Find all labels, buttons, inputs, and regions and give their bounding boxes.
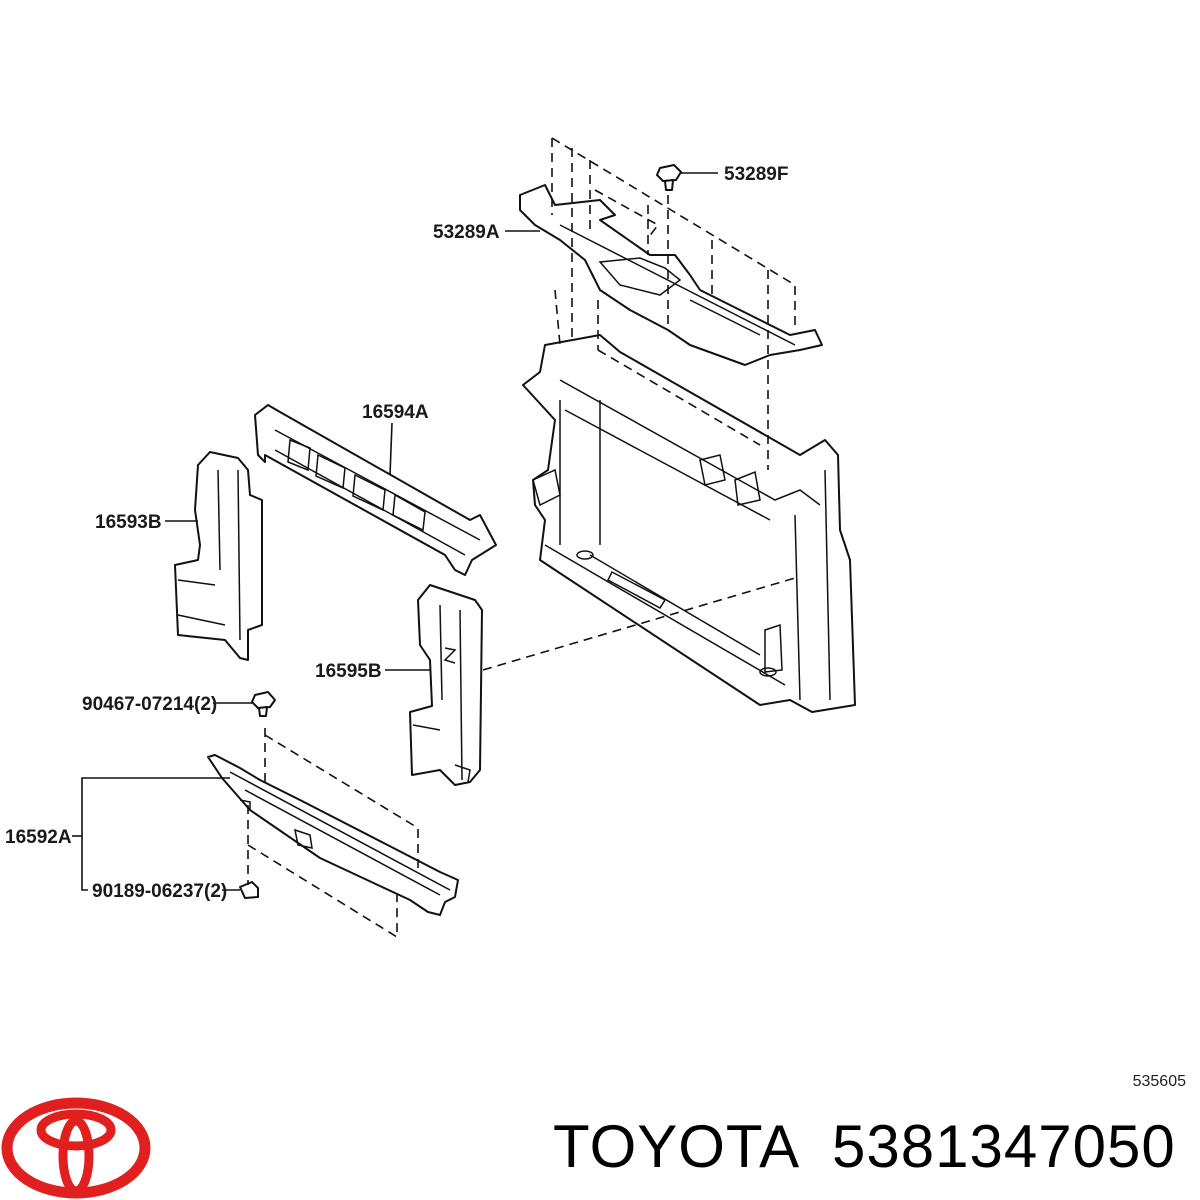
clip-90189 <box>239 881 259 899</box>
diagram-number: 535605 <box>1133 1073 1186 1090</box>
label-53289f: 53289F <box>724 164 788 185</box>
label-16592a: 16592A <box>5 827 72 848</box>
label-16593b: 16593B <box>95 512 162 533</box>
side-guide-16593b <box>174 451 263 661</box>
label-53289a: 53289A <box>433 222 500 243</box>
side-guide-16595b <box>409 584 483 786</box>
label-16595b: 16595B <box>315 661 382 682</box>
leader-lines <box>72 172 718 891</box>
label-16594a: 16594A <box>362 402 429 423</box>
air-guide-16594a <box>254 404 497 576</box>
clip-53289f <box>656 164 682 191</box>
label-90189: 90189-06237(2) <box>92 881 227 902</box>
brand-name: TOYOTA <box>553 1113 800 1180</box>
toyota-logo-icon <box>1 1097 151 1199</box>
lower-guide-16592a <box>207 754 459 916</box>
radiator-support-frame <box>522 334 856 713</box>
label-90467: 90467-07214(2) <box>82 694 217 715</box>
assembly-dashed-lines <box>247 137 796 939</box>
seal-53289a <box>519 184 823 366</box>
part-number: 5381347050 <box>832 1113 1176 1180</box>
clip-90467 <box>251 691 276 717</box>
